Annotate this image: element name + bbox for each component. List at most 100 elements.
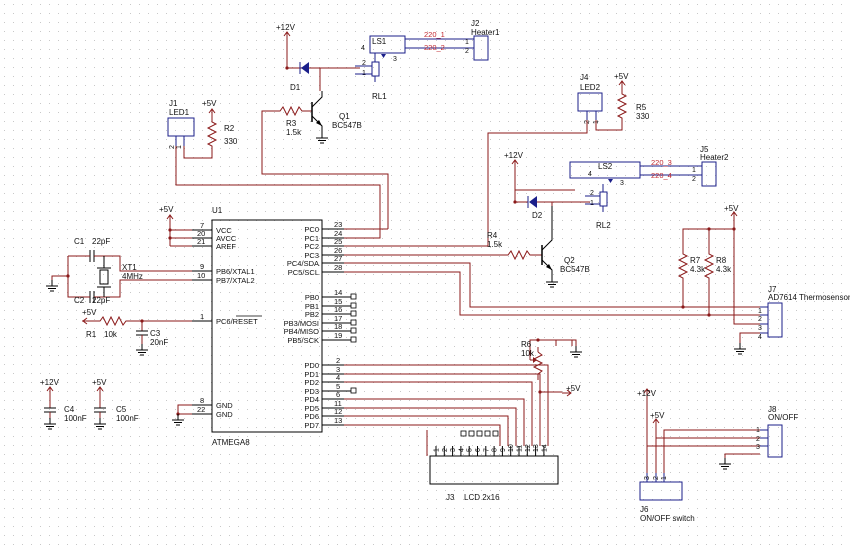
net-220-1: 220_1 — [424, 30, 445, 39]
r4-value: 1.5k — [487, 240, 503, 249]
u1-pin-pd3-name: PD3 — [304, 387, 319, 396]
c2-ref: C2 — [74, 296, 85, 305]
d1-ref: D1 — [290, 83, 301, 92]
j3-ref: J3 — [446, 493, 455, 502]
u1-pin-12-num: 12 — [334, 407, 342, 416]
u1-pin-11-num: 11 — [334, 399, 342, 408]
net-220-3: 220_3 — [651, 158, 672, 167]
r3-ref: R3 — [286, 119, 297, 128]
u1-pin-7-num: 7 — [200, 221, 204, 230]
u1-pin-pc4-name: PC4/SDA — [287, 259, 319, 268]
lcd-pin-number: 8 — [492, 448, 499, 452]
j6-name: ON/OFF switch — [640, 514, 695, 523]
q1-value: BC547B — [332, 121, 362, 130]
j5-name: Heater2 — [700, 153, 729, 162]
xt1-ref: XT1 — [122, 263, 137, 272]
r7-value: 4.3k — [690, 265, 706, 274]
j2-name: Heater1 — [471, 28, 500, 37]
led2-circuit: J4 LED2 2 1 +5V R5 330 — [344, 72, 650, 247]
r1-value: 10k — [104, 330, 118, 339]
net-220-2: 220_2 — [424, 43, 445, 52]
rl2-pin-1: 1 — [590, 200, 594, 207]
c4-value: 100nF — [64, 414, 87, 423]
j1-name: LED1 — [169, 108, 190, 117]
j7-pin-3: 3 — [758, 325, 762, 332]
j6-pin-3: 3 — [644, 476, 651, 480]
u1-pin-pb5-name: PB5/SCK — [287, 336, 319, 345]
q2-value: BC547B — [560, 265, 590, 274]
j5-pin-1: 1 — [692, 167, 696, 174]
c1-ref: C1 — [74, 237, 85, 246]
lcd-pin-number: 7 — [483, 448, 490, 452]
j4-name: LED2 — [580, 83, 601, 92]
ls1-pin-4: 4 — [361, 45, 365, 52]
c5-ref: C5 — [116, 405, 127, 414]
r3-value: 1.5k — [286, 128, 302, 137]
u1-pin-pb4-name: PB4/MISO — [284, 327, 320, 336]
lcd-pin-number: 6 — [475, 448, 482, 452]
lcd-pin-number: 13 — [533, 444, 540, 452]
r2-supply: +5V — [202, 99, 217, 108]
u1-pin-1-num: 1 — [200, 312, 204, 321]
u1-pin-7-name: VCC — [216, 226, 232, 235]
u1-pin-15-num: 15 — [334, 297, 342, 306]
j8-pin-3: 3 — [756, 444, 760, 451]
u1-pin-20-name: AVCC — [216, 234, 237, 243]
u1-pin-20-num: 20 — [197, 229, 205, 238]
lcd-pin-number: 9 — [500, 448, 507, 452]
lcd-pin-number: 4 — [458, 448, 465, 452]
ls2-pin-3: 3 — [620, 180, 624, 187]
u1-pin-9-name: PB6/XTAL1 — [216, 267, 255, 276]
rl2-ref: RL2 — [596, 221, 611, 230]
j4-ref: J4 — [580, 73, 589, 82]
u1-pin-23-num: 23 — [334, 220, 342, 229]
u1-pin-6-num: 6 — [336, 390, 340, 399]
c3-value: 20nF — [150, 338, 168, 347]
ls2-ref: LS2 — [598, 162, 613, 171]
j8-pin-1: 1 — [756, 427, 760, 434]
r4-ref: R4 — [487, 231, 498, 240]
j7-name: AD7614 Thermosensor — [768, 293, 850, 302]
u1-pin-pb1-name: PB1 — [305, 302, 319, 311]
j2-ref: J2 — [471, 19, 480, 28]
u1-pin-pd2-name: PD2 — [304, 378, 319, 387]
r1-ref: R1 — [86, 330, 97, 339]
u1-pin-pb0-name: PB0 — [305, 293, 319, 302]
c4-supply: +12V — [40, 378, 60, 387]
lcd-pin-number: 12 — [525, 444, 532, 452]
r6-ref: R6 — [521, 340, 532, 349]
lcd-supply: +5V — [566, 384, 581, 393]
u1-pin-pc0-name: PC0 — [304, 225, 319, 234]
u1-pin-3-num: 3 — [336, 365, 340, 374]
ls1-pin-3: 3 — [393, 56, 397, 63]
switch-12v: +12V — [637, 389, 657, 398]
j8-pin-2: 2 — [756, 436, 760, 443]
j8-ref: J8 — [768, 405, 777, 414]
u1-pin-pc2-name: PC2 — [304, 242, 319, 251]
r8-ref: R8 — [716, 256, 727, 265]
lcd-pin-number: 3 — [450, 448, 457, 452]
u1-microcontroller: U1 ATMEGA8 7 VCC 20 AVCC 21 AREF 9 PB6/X… — [192, 206, 357, 447]
reset-pullup-label: +5V — [82, 308, 97, 317]
r5-supply: +5V — [614, 72, 629, 81]
c4-ref: C4 — [64, 405, 75, 414]
c5-supply: +5V — [92, 378, 107, 387]
u1-pin-pd1-name: PD1 — [304, 370, 319, 379]
lcd-pin-number: 11 — [517, 445, 524, 452]
j1-pin-1: 1 — [176, 145, 183, 149]
led1-circuit: J1 LED1 2 1 +5V R2 330 — [167, 99, 381, 239]
u1-pin-28-num: 28 — [334, 263, 342, 272]
j7-ref: J7 — [768, 285, 777, 294]
j7-pin-4: 4 — [758, 334, 762, 341]
c2-value: 22pF — [92, 296, 110, 305]
c3-ref: C3 — [150, 329, 161, 338]
j7-pin-1: 1 — [758, 308, 762, 315]
j8-name: ON/OFF — [768, 413, 798, 422]
j6-pin-1: 1 — [661, 476, 668, 480]
rl1-ref: RL1 — [372, 92, 387, 101]
lcd-pin-number: 1 — [434, 448, 441, 452]
u1-pin-9-num: 9 — [200, 262, 204, 271]
xt1-value: 4MHz — [122, 272, 143, 281]
relay1-supply: +12V — [276, 23, 296, 32]
